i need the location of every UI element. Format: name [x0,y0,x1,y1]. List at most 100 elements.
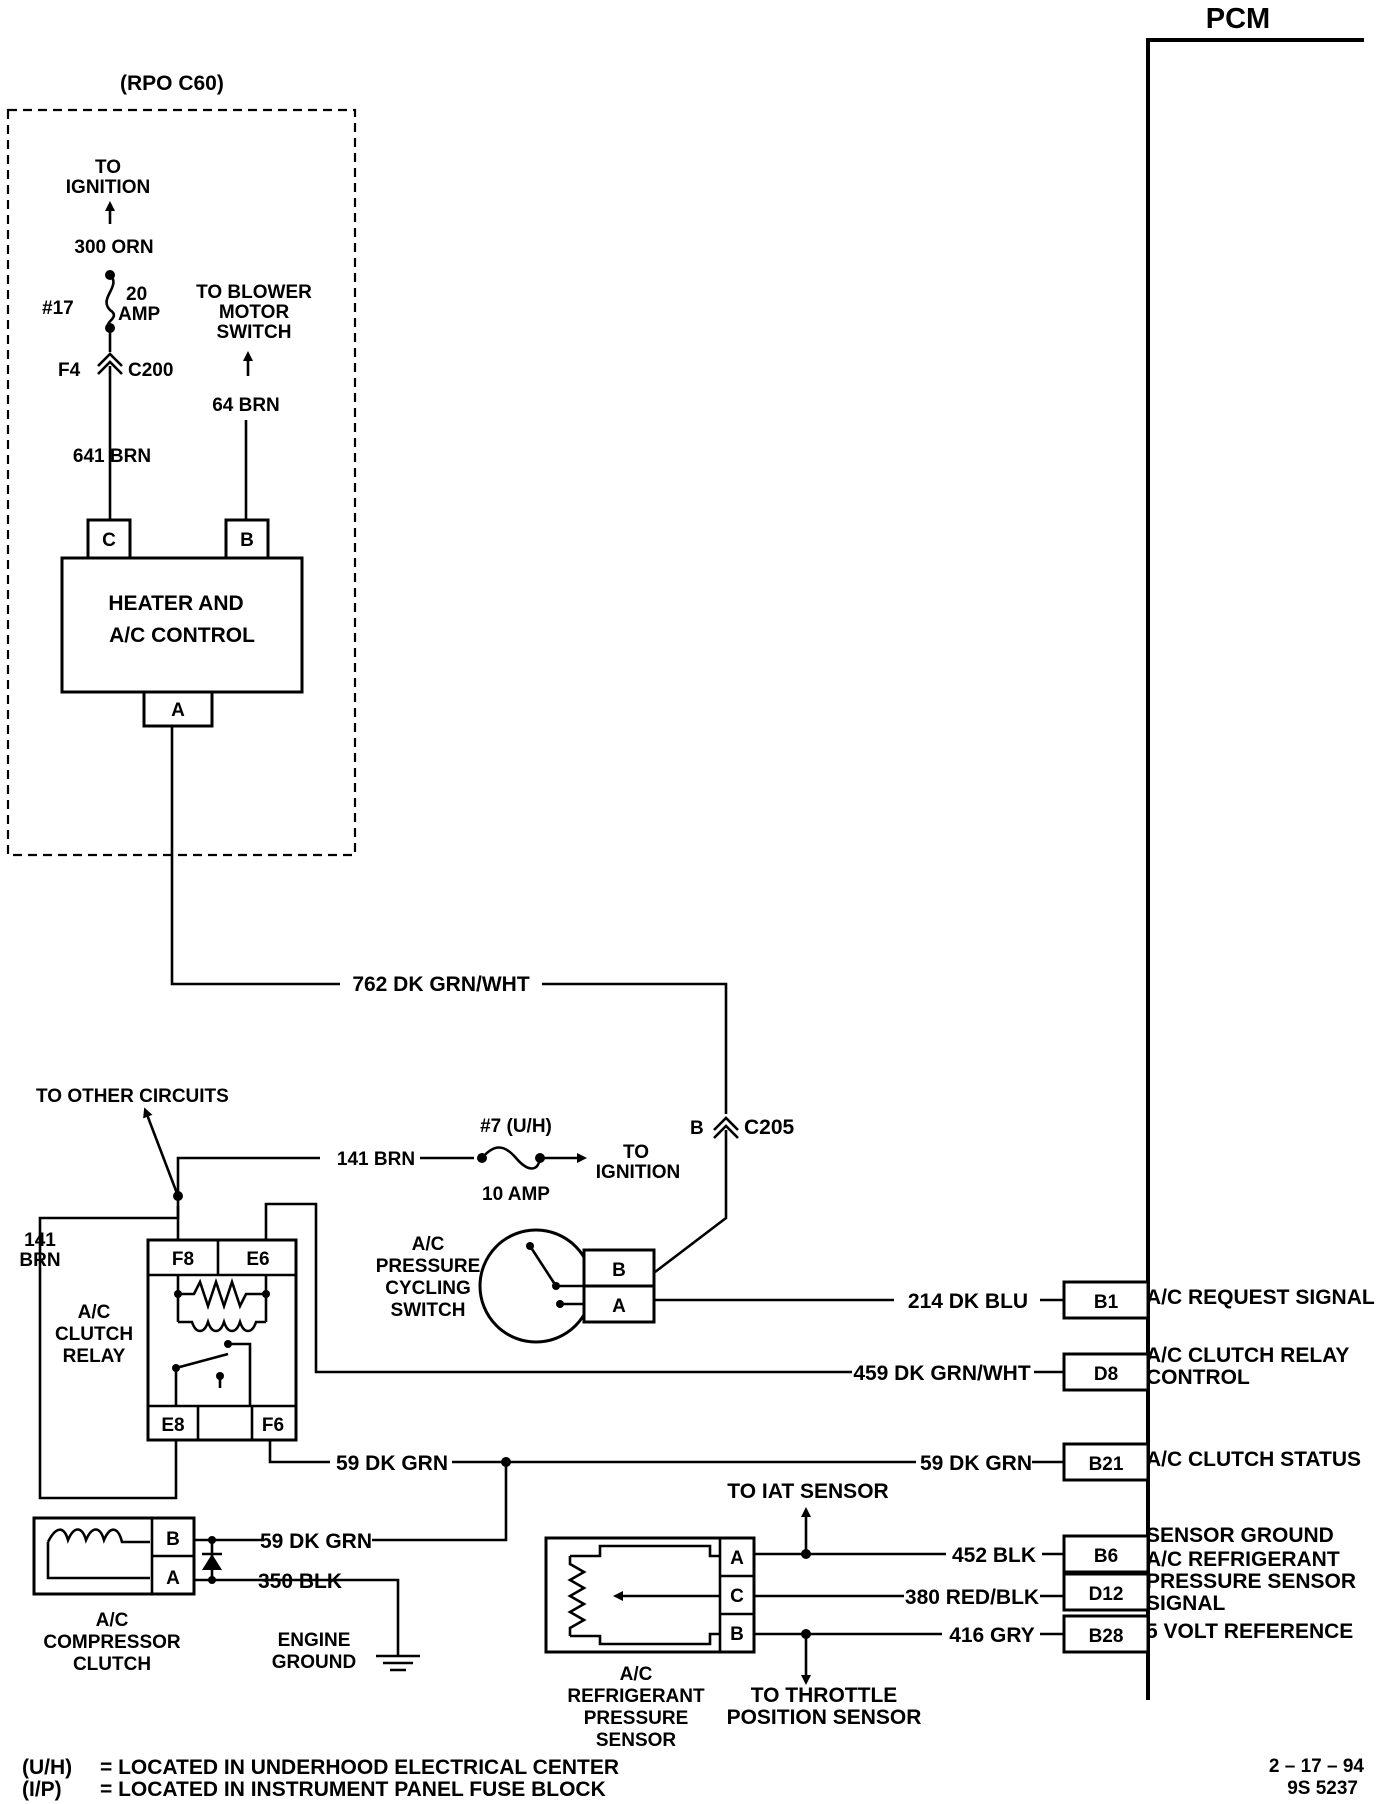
switch-node-3 [556,1300,564,1308]
fuse17-element [105,274,116,330]
hvac-control-line2: A/C CONTROL [109,624,255,647]
pcm-pin-b1-box [1062,1280,1150,1320]
refrig-sensor-line1: A/C [620,1664,653,1685]
relay-line3: RELAY [63,1346,126,1367]
switch-pin-a-box [582,1284,656,1324]
refrig-sensor-line2: REFRIGERANT [567,1686,705,1707]
relay-pin-e6: E6 [246,1249,269,1270]
refrig-sensor-line4: SENSOR [596,1730,677,1751]
diode-node-top [208,1536,216,1544]
to-ignition-top-line1: TO [95,157,121,178]
wire-141-line [176,1156,320,1240]
to-iat-sensor: TO IAT SENSOR [727,1480,888,1503]
pcm-pin-b1: B1 [1094,1292,1119,1313]
wire-141-label: 141 BRN [337,1149,415,1170]
fuse7-number: #7 (U/H) [480,1116,552,1137]
diode-triangle [202,1554,222,1570]
heater-ac-control-module [60,556,304,694]
wire-59-label: 59 DK GRN [336,1452,448,1475]
ground-wire [342,1578,400,1656]
wire-452-label: 452 BLK [952,1544,1036,1567]
wire-459-line [264,1202,1064,1374]
hvac-pin-a: A [171,700,185,721]
switch-line4: SWITCH [391,1300,466,1321]
switch-pin-b: B [612,1260,626,1281]
switch-pin-a: A [612,1296,626,1317]
hvac-pin-b: B [240,530,254,551]
pcm-boundary [1146,38,1364,1700]
fuse17-rating1: 20 [126,284,147,305]
to-throttle-line2: POSITION SENSOR [727,1706,922,1729]
fuse17-number: #17 [42,298,74,319]
pcm-pin-d8-box [1062,1352,1150,1392]
relay-pin-f8: F8 [172,1249,194,1270]
wire-59-comp-label: 59 DK GRN [260,1530,372,1553]
pcm-pin-b28-label: 5 VOLT REFERENCE [1146,1620,1353,1643]
pcm-title: PCM [1206,3,1270,35]
pcm-pin-b21: B21 [1089,1454,1124,1475]
wire-459-label: 459 DK GRN/WHT [853,1362,1031,1385]
legend-ip-abbr: (I/P) [22,1778,62,1801]
splice-141 [173,1191,183,1201]
sensor-frame [570,1544,720,1646]
switch-line2: PRESSURE [376,1256,481,1277]
compressor-pin-b: B [166,1529,180,1550]
c200-name: C200 [128,360,173,381]
sensor-resistor [567,1556,587,1636]
fuse17-rating2: AMP [118,304,161,325]
other-circuits-arrow [143,1107,180,1197]
refrig-sensor-line3: PRESSURE [584,1708,689,1729]
relay-pin-f6: F6 [262,1415,284,1436]
legend-uh-text: = LOCATED IN UNDERHOOD ELECTRICAL CENTER [100,1756,619,1779]
relay-contact-2 [216,1372,224,1380]
hvac-control-line1: HEATER AND [108,592,243,615]
compressor-line2: COMPRESSOR [43,1632,181,1653]
fuse7-to-line2: IGNITION [596,1162,680,1183]
relay-contact-pivot [172,1364,180,1372]
wire-214-label: 214 DK BLU [908,1290,1028,1313]
relay-coil-node-right [262,1290,270,1298]
diagram-code: 9S 5237 [1287,1778,1358,1799]
compressor-line3: CLUTCH [73,1654,151,1675]
pcm-pin-d12-label3: SIGNAL [1146,1592,1226,1615]
fuse7-to-line1: TO [623,1142,649,1163]
fuse7-rating: 10 AMP [482,1184,550,1205]
relay-contact-fixed [224,1340,232,1348]
pcm-pin-d12-label2: PRESSURE SENSOR [1146,1570,1356,1593]
to-throttle-line1: TO THROTTLE [751,1684,898,1707]
sensor-pin-a: A [730,1548,744,1569]
pcm-pin-d12-box [1062,1572,1150,1612]
engine-ground-line1: ENGINE [278,1630,351,1651]
pcm-pin-b28-box [1062,1614,1150,1654]
blower-line3: SWITCH [217,322,292,343]
pcm-pin-b28: B28 [1089,1626,1124,1647]
wire-64-label: 64 BRN [212,395,280,416]
pcm-pin-d8: D8 [1094,1364,1118,1385]
fuse7-element [481,1146,542,1170]
sensor-pin-b: B [730,1624,744,1645]
diode-node-bottom [208,1576,216,1584]
legend-uh-abbr: (U/H) [22,1756,72,1779]
switch-line3: CYCLING [385,1278,471,1299]
wire-350-label: 350 BLK [258,1570,342,1593]
wire-762-line [170,726,728,1114]
switch-line1: A/C [412,1234,445,1255]
pcm-pin-b6: B6 [1094,1546,1118,1567]
hvac-pin-a-box [142,690,214,728]
wire-59-mid-label: 59 DK GRN [920,1452,1032,1475]
relay-coil-node-left [174,1290,182,1298]
pcm-pin-b6-box [1062,1534,1150,1574]
wire-641-label: 641 BRN [73,446,151,467]
wire-380-label: 380 RED/BLK [905,1586,1039,1609]
relay-pin-e8: E8 [161,1415,184,1436]
c200-connector-icon [97,352,123,375]
relay-line2: CLUTCH [55,1324,133,1345]
wire-141-left-loop [38,1206,180,1500]
ground-icon [376,1654,420,1672]
compressor-coil [46,1528,150,1580]
wire-416-label: 416 GRY [949,1624,1035,1647]
relay-line1: A/C [78,1302,111,1323]
pcm-pin-d12: D12 [1089,1584,1124,1605]
to-other-circuits: TO OTHER CIRCUITS [36,1086,229,1107]
